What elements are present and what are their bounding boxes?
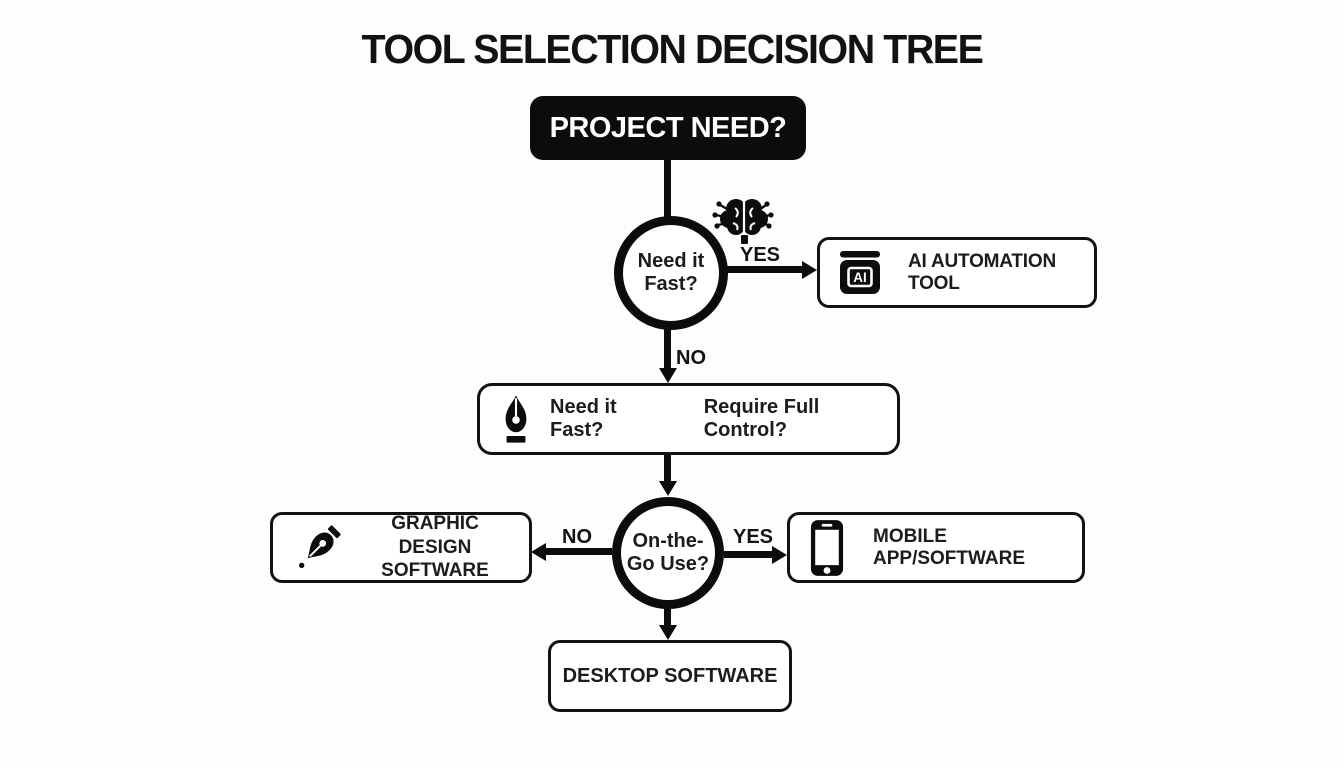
edge-question-to-decision2-arrowhead [659,481,677,496]
edge-decision1-yes-arrowhead [802,261,817,279]
node-graphic-design-software: GRAPHIC DESIGN SOFTWARE [270,512,532,583]
pen-nib-icon [505,395,527,443]
node-ai-automation-tool-label: AI AUTOMATION TOOL [908,250,1056,294]
edge-decision1-yes-line [726,266,804,273]
edge-decision2-no-line [545,548,612,555]
node-decision-need-it-fast: Need it Fast? [614,216,728,330]
node-question-box: Need it Fast? Require Full Control? [477,383,900,455]
pen-tool-icon [298,524,341,568]
edge-decision2-yes-line [724,551,774,558]
node-mobile-app-software-label: MOBILE APP/SOFTWARE [873,525,1026,569]
edge-label-decision2-yes: YES [733,526,774,548]
edge-label-decision2-no: NO [562,526,592,548]
edge-decision1-no-arrowhead [659,368,677,383]
edge-root-to-decision1 [664,159,671,218]
edge-decision2-down-line [664,607,671,627]
node-desktop-software-label: DESKTOP SOFTWARE [562,664,778,687]
node-question-box-label-left: Need it Fast? [550,396,617,441]
node-ai-automation-tool: AI AI AUTOMATION TOOL [817,237,1097,308]
node-project-need: PROJECT NEED? [530,96,806,160]
node-project-need-label: PROJECT NEED? [549,111,787,144]
node-mobile-app-software: MOBILE APP/SOFTWARE [787,512,1085,583]
node-decision-need-it-fast-label: Need it Fast? [637,250,705,295]
node-graphic-design-software-label: GRAPHIC DESIGN SOFTWARE [381,512,489,582]
edge-question-to-decision2-line [664,455,671,483]
smartphone-icon [810,519,844,576]
edge-decision2-no-arrowhead [531,543,546,561]
svg-text:AI: AI [853,270,867,285]
edge-label-decision1-yes: YES [740,244,781,266]
node-decision-on-the-go: On-the-Go Use? [612,497,724,609]
edge-decision1-no-line [664,329,671,370]
node-question-box-label-right: Require Full Control? [703,396,820,441]
edge-label-decision1-no: NO [676,347,706,369]
edge-decision2-yes-arrowhead [772,546,787,564]
node-desktop-software: DESKTOP SOFTWARE [548,640,792,712]
node-decision-on-the-go-label: On-the-Go Use? [626,530,710,575]
edge-decision2-down-arrowhead [659,625,677,640]
page-title: TOOL SELECTION DECISION TREE [361,26,984,72]
ai-app-icon: AI [840,250,880,294]
brain-circuit-icon [712,199,774,244]
